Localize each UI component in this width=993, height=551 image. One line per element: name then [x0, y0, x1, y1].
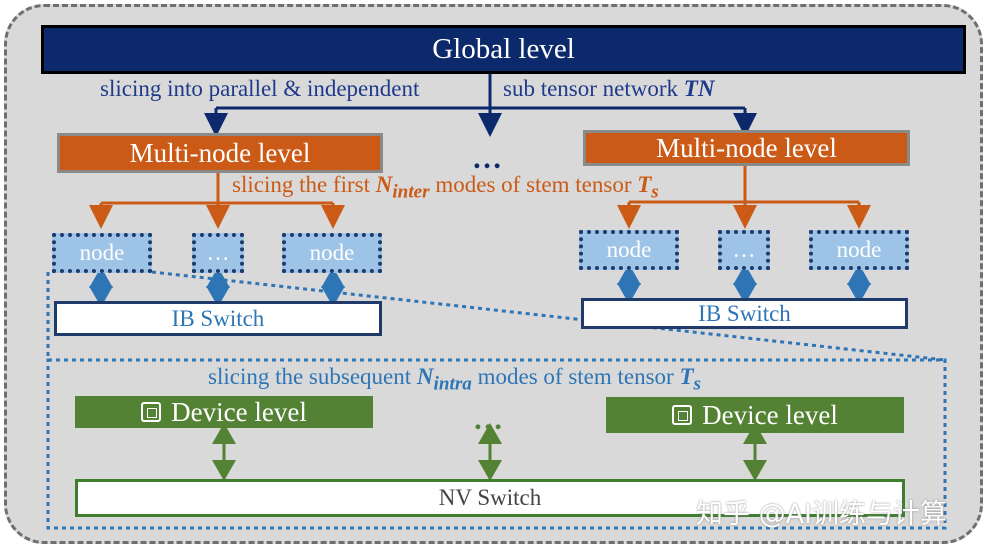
node-right-1: node	[579, 230, 679, 270]
ib-switch-left: IB Switch	[54, 301, 382, 336]
slicing-intra-label: slicing the subsequent Nintra modes of s…	[208, 364, 701, 395]
sub-tensor-label: sub tensor network TN	[503, 76, 715, 101]
chip-icon	[672, 405, 693, 425]
multinode-left-tree	[89, 173, 345, 229]
node-left-ellipsis: …	[192, 233, 244, 273]
multi-node-level-left: Multi-node level	[57, 133, 383, 173]
ib-links	[89, 264, 871, 307]
zoom-region	[46, 270, 947, 530]
node-right-ellipsis: …	[718, 230, 770, 270]
slicing-parallel-label: slicing into parallel & independent	[100, 76, 420, 101]
multi-node-level-right: Multi-node level	[583, 130, 910, 166]
node-right-2: node	[809, 230, 909, 270]
slicing-inter-label: slicing the first Ninter modes of stem t…	[232, 172, 659, 203]
nv-switch: NV Switch	[75, 479, 905, 517]
device-level-left: Device level	[75, 396, 373, 428]
node-left-1: node	[52, 233, 152, 273]
watermark: 知乎 @AI训练与计算	[696, 499, 948, 530]
multinode-ellipsis: …	[472, 142, 504, 175]
nv-links	[212, 423, 767, 481]
node-left-2: node	[282, 233, 382, 273]
global-level-box: Global level	[41, 25, 966, 74]
chip-icon	[141, 402, 162, 422]
global-tree	[204, 74, 757, 137]
device-level-right: Device level	[606, 397, 904, 433]
multinode-right-tree	[617, 164, 871, 229]
global-level-label: Global level	[432, 33, 575, 65]
ib-switch-right: IB Switch	[581, 298, 908, 329]
device-ellipsis: …	[473, 403, 505, 436]
